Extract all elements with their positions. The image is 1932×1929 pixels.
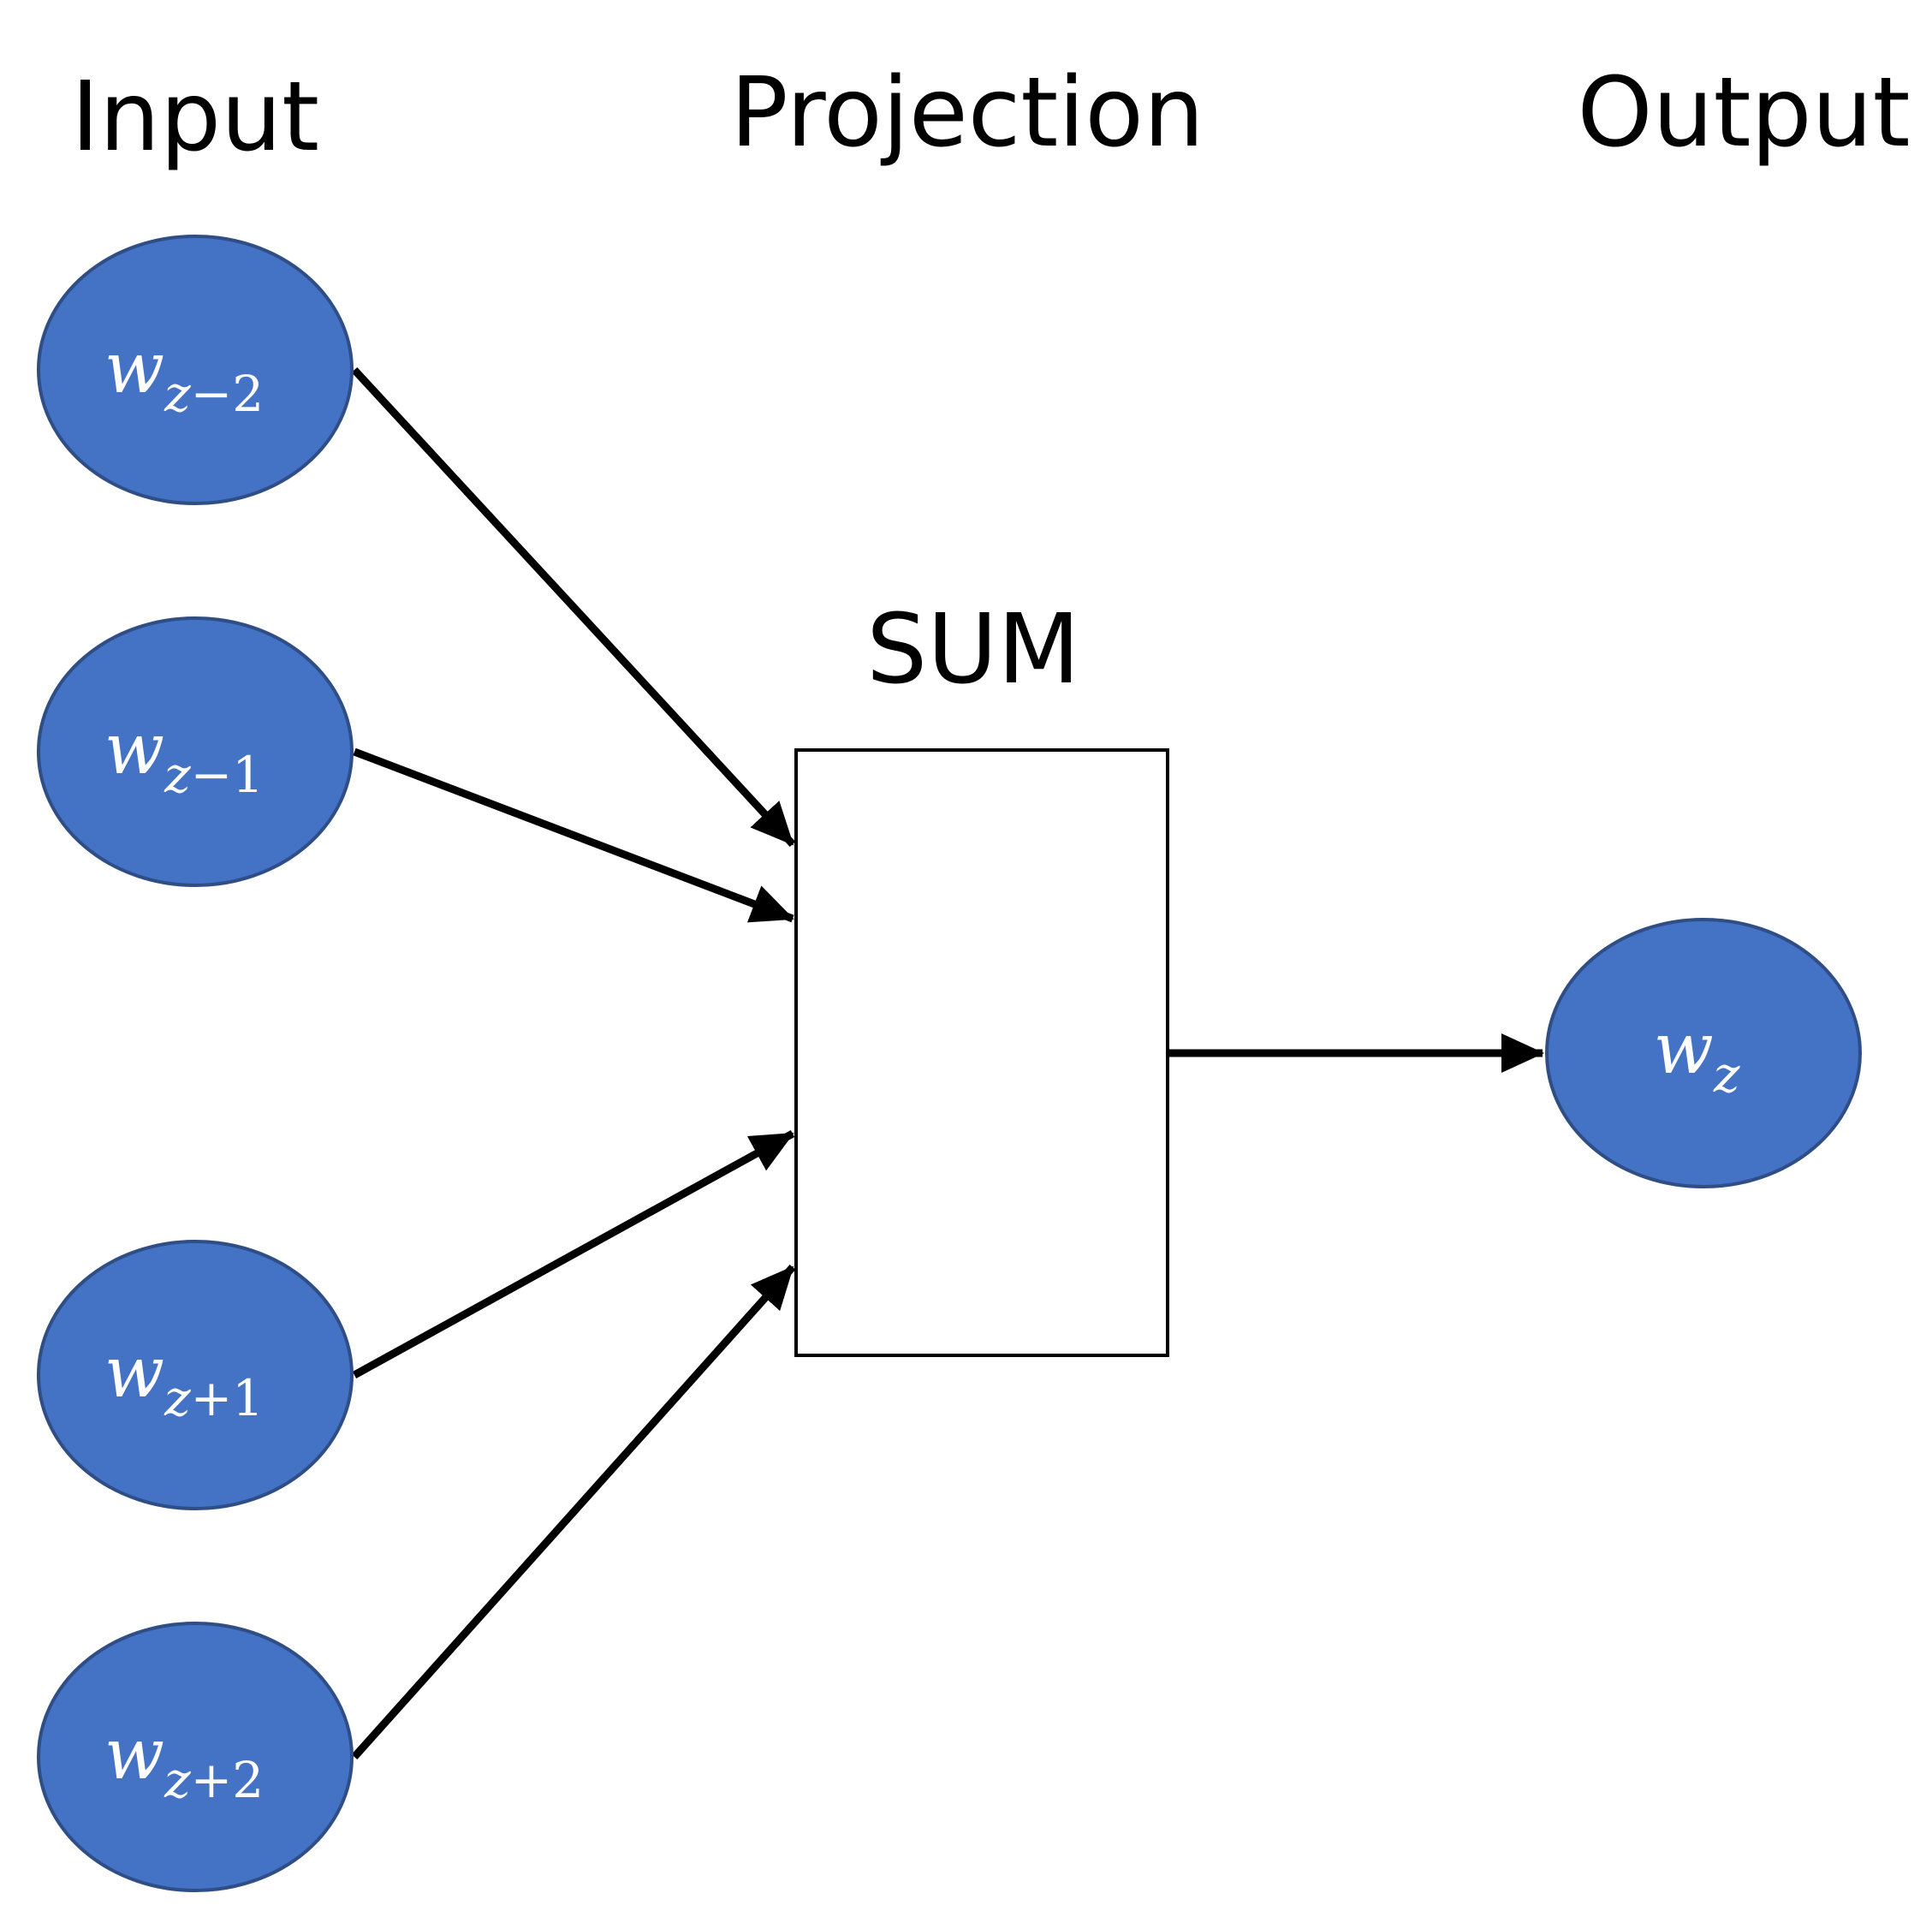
node-var: w <box>104 709 164 790</box>
node-sub-z: z <box>1713 1045 1740 1104</box>
node-sub-rest: +2 <box>191 1751 265 1809</box>
node-sub-z: z <box>163 1369 191 1427</box>
node-w-z-label: wz <box>1654 1009 1740 1104</box>
node-w-z-ellipse <box>1545 918 1862 1188</box>
node-var: w <box>104 1714 164 1795</box>
node-w-z-plus-1: wz+1 <box>37 1240 354 1510</box>
node-w-z-plus-2-ellipse <box>37 1622 354 1892</box>
edge-w-z-plus-2-to-sum <box>351 1264 796 1760</box>
sum-box <box>794 748 1169 1357</box>
node-sub-rest: +1 <box>191 1369 265 1427</box>
node-w-z-minus-2-label: wz−2 <box>104 328 264 423</box>
node-var: w <box>1654 1009 1714 1090</box>
node-w-z-minus-1: wz−1 <box>37 616 354 887</box>
node-var: w <box>104 328 164 409</box>
node-w-z-minus-2-ellipse <box>37 235 354 505</box>
input-heading: Input <box>71 62 319 173</box>
node-sub-z: z <box>163 1751 191 1809</box>
sum-label: SUM <box>866 594 1080 706</box>
node-w-z-plus-2-label: wz+2 <box>104 1714 264 1809</box>
projection-heading: Projection <box>730 57 1204 169</box>
node-sub-rest: −2 <box>191 365 265 423</box>
node-w-z: wz <box>1545 918 1862 1188</box>
node-sub-z: z <box>163 365 191 423</box>
node-w-z-plus-1-label: wz+1 <box>104 1332 264 1427</box>
node-w-z-plus-2: wz+2 <box>37 1622 354 1892</box>
node-var: w <box>104 1332 164 1414</box>
output-heading: Output <box>1577 57 1910 169</box>
node-w-z-minus-1-label: wz−1 <box>104 709 264 804</box>
node-sub-z: z <box>163 746 191 804</box>
edge-w-z-minus-2-to-sum <box>351 366 796 848</box>
edge-w-z-plus-1-to-sum <box>352 1130 795 1378</box>
node-w-z-minus-1-ellipse <box>37 616 354 887</box>
edge-w-z-minus-1-to-sum <box>353 747 794 923</box>
node-sub-rest: −1 <box>191 746 265 804</box>
node-w-z-plus-1-ellipse <box>37 1240 354 1510</box>
node-w-z-minus-2: wz−2 <box>37 235 354 505</box>
